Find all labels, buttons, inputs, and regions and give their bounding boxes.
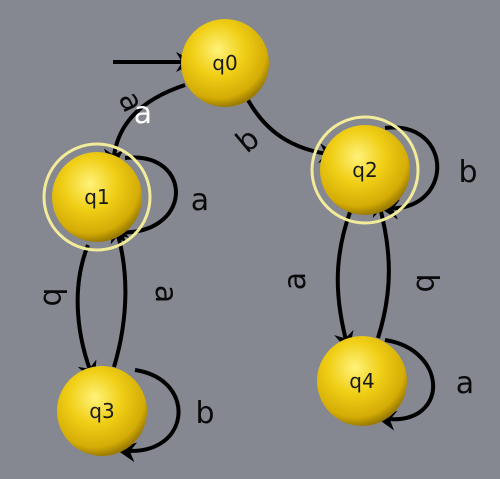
edge-label-q3-q1: a [148, 285, 183, 303]
edge-label-q1-q3: b [36, 287, 71, 306]
edge-q0-q1 [103, 83, 186, 169]
state-q0: q0 [181, 19, 269, 107]
edge-q4-q2 [372, 196, 392, 339]
edge-q1-q3 [75, 244, 97, 382]
edge-q2-q2 [379, 125, 440, 220]
edge-label-q2-q4: a [278, 272, 313, 290]
edge-label-q0-q2: b [229, 121, 266, 160]
state-q1: q1 [42, 142, 152, 252]
edge-label-q4-q2: b [409, 273, 444, 292]
state-label: q3 [89, 399, 114, 423]
edge-q2-q4 [334, 211, 354, 352]
state-q2: q2 [310, 115, 420, 225]
edge-label-extra: a [134, 96, 152, 131]
state-q4: q4 [317, 336, 407, 426]
accept-ring [42, 142, 152, 252]
edge-label-q3-q3: b [195, 396, 214, 431]
edge-label-q2-q2: b [458, 155, 477, 190]
accept-ring [310, 115, 420, 225]
edge-q4-q4 [376, 338, 436, 431]
edge-label-q1-q1: a [191, 183, 209, 218]
edge-label-q4-q4: a [456, 366, 474, 401]
state-label: q1 [84, 185, 109, 209]
edge-q3-q1 [110, 222, 130, 368]
state-q3: q3 [57, 366, 147, 456]
edge-q3-q3 [116, 368, 181, 463]
state-label: q0 [212, 51, 237, 75]
state-label: q2 [352, 158, 377, 182]
state-label: q4 [349, 369, 374, 393]
edge-q0-q2 [246, 99, 339, 164]
